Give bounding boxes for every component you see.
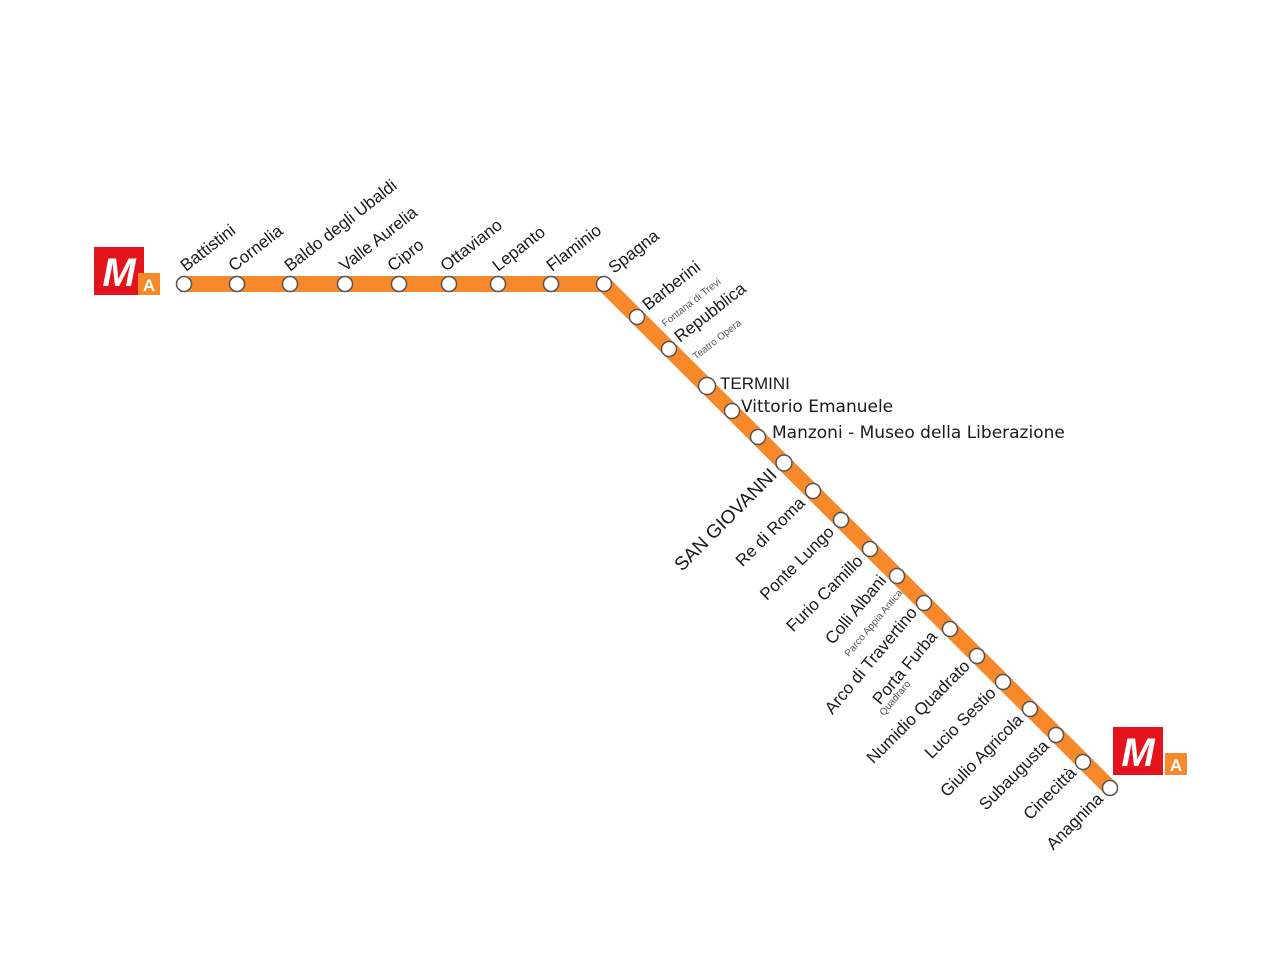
station-dot[interactable] bbox=[228, 275, 246, 293]
station-dot[interactable] bbox=[175, 275, 193, 293]
station-dot[interactable] bbox=[915, 594, 933, 612]
station-spagna[interactable]: Spagna bbox=[595, 226, 664, 293]
station-dot[interactable] bbox=[832, 511, 850, 529]
station-manzoni[interactable]: Manzoni - Museo della Liberazione bbox=[749, 423, 1065, 446]
station-dot[interactable] bbox=[390, 275, 408, 293]
station-dot[interactable] bbox=[628, 308, 646, 326]
station-dot[interactable] bbox=[994, 673, 1012, 691]
station-dot[interactable] bbox=[595, 275, 613, 293]
station-dot[interactable] bbox=[660, 340, 678, 358]
line-a-letter: A bbox=[143, 276, 155, 295]
station-vittorio-emanuele[interactable]: Vittorio Emanuele bbox=[723, 397, 894, 420]
station-dot[interactable] bbox=[804, 482, 822, 500]
station-label: Flaminio bbox=[543, 221, 605, 276]
station-dot[interactable] bbox=[542, 275, 560, 293]
station-dot[interactable] bbox=[281, 275, 299, 293]
station-dot[interactable] bbox=[749, 428, 767, 446]
station-dot[interactable] bbox=[489, 275, 507, 293]
station-label: Vittorio Emanuele bbox=[741, 397, 893, 417]
metro-m-logo-icon bbox=[94, 247, 144, 295]
station-dot[interactable] bbox=[1101, 779, 1119, 797]
station-termini[interactable]: TERMINI bbox=[697, 374, 790, 396]
line-a-badge-icon bbox=[1165, 753, 1187, 775]
metro-m-logo-icon bbox=[1113, 727, 1163, 775]
station-dot[interactable] bbox=[723, 402, 741, 420]
metro-logo-east-terminus: M A bbox=[1113, 727, 1187, 775]
line-a-badge-icon bbox=[138, 273, 160, 295]
station-dot[interactable] bbox=[1021, 700, 1039, 718]
station-label: SAN GIOVANNI bbox=[671, 465, 782, 576]
station-label: TERMINI bbox=[720, 374, 790, 393]
station-dot[interactable] bbox=[861, 540, 879, 558]
metro-logo-west-terminus: M A bbox=[94, 247, 160, 295]
line-a-letter: A bbox=[1170, 756, 1182, 775]
station-label: Cornelia bbox=[225, 221, 287, 275]
station-dot[interactable] bbox=[1047, 726, 1065, 744]
station-giulio-agricola[interactable]: Giulio Agricola bbox=[937, 700, 1039, 801]
station-dot[interactable] bbox=[888, 567, 906, 585]
station-dot[interactable] bbox=[941, 620, 959, 638]
station-dot[interactable] bbox=[775, 454, 793, 472]
station-dot[interactable] bbox=[968, 647, 986, 665]
station-dot[interactable] bbox=[336, 275, 354, 293]
station-label: Spagna bbox=[605, 226, 663, 277]
metro-m-letter: M bbox=[102, 251, 137, 295]
station-dot[interactable] bbox=[440, 275, 458, 293]
metro-m-letter: M bbox=[1121, 731, 1156, 775]
station-label: Manzoni - Museo della Liberazione bbox=[772, 423, 1065, 443]
station-dot[interactable] bbox=[697, 376, 717, 396]
station-dot[interactable] bbox=[1074, 753, 1092, 771]
